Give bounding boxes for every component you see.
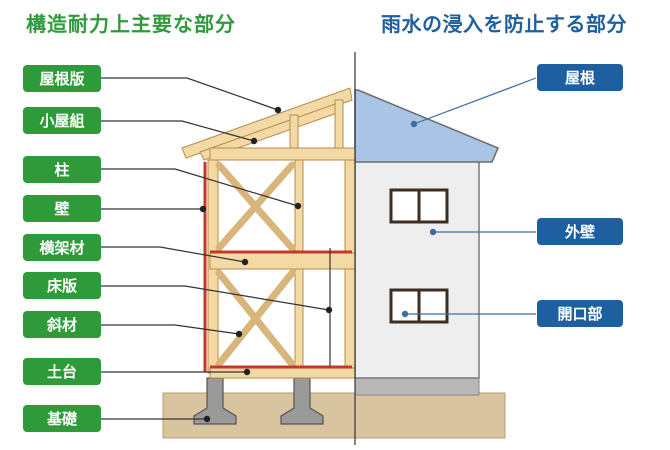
label-beam: 横架材: [23, 234, 101, 261]
label-roof-truss: 小屋組: [23, 107, 101, 134]
house-base-band: [354, 377, 480, 396]
upper-window: [389, 188, 449, 224]
timber-frame: [181, 87, 356, 379]
structural-parts-heading: 構造耐力上主要な部分: [26, 12, 236, 36]
label-opening: 開口部: [537, 300, 623, 327]
foundation-footings: [193, 377, 324, 425]
house-exterior-wall: [354, 154, 480, 379]
structural-leader-lines: [101, 77, 330, 420]
structural-leader-dots: [199, 106, 333, 423]
label-floor-board: 床版: [23, 272, 101, 299]
label-foundation: 基礎: [23, 405, 101, 432]
label-column: 柱: [23, 156, 101, 183]
label-roof-board: 屋根版: [23, 65, 101, 92]
diagonal-braces: [215, 161, 296, 368]
label-wall: 壁: [23, 195, 101, 222]
label-brace: 斜材: [23, 311, 101, 338]
rainwater-parts-heading: 雨水の浸入を防止する部分: [381, 12, 627, 36]
red-highlights: [203, 162, 352, 372]
label-exterior-wall: 外壁: [537, 218, 623, 245]
label-sill: 土台: [23, 358, 101, 385]
rainwater-leader-dots: [401, 120, 437, 318]
lower-window: [389, 288, 449, 324]
label-roof: 屋根: [537, 64, 623, 91]
rainwater-leader-lines: [405, 77, 537, 315]
